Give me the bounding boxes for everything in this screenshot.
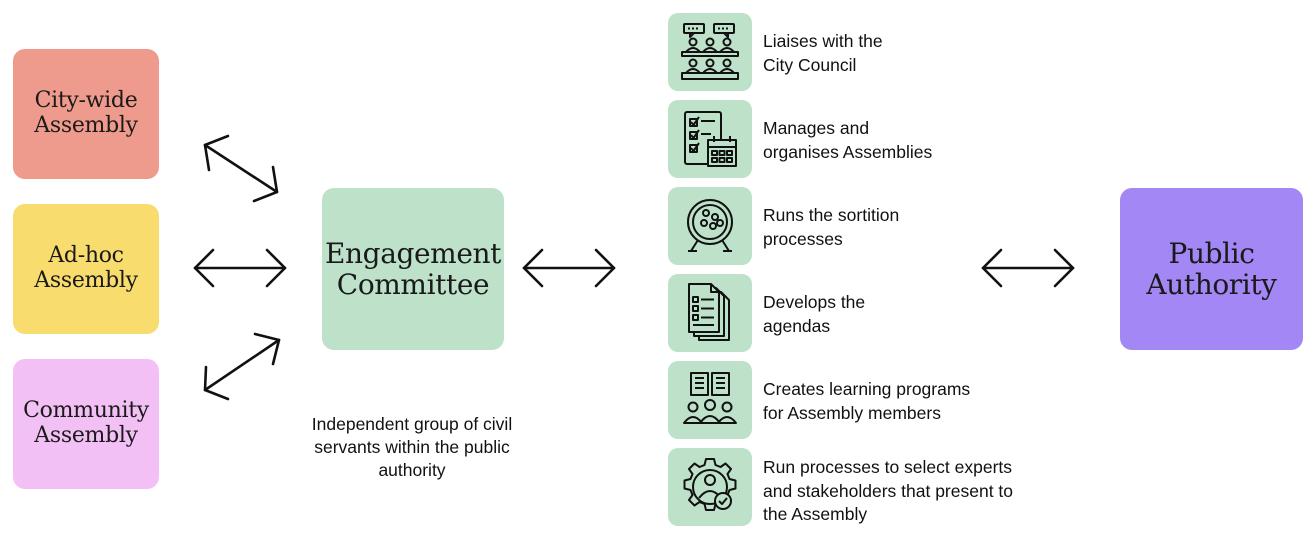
arrow-adhoc-engagement	[193, 248, 287, 288]
arrow-community-engagement	[203, 332, 281, 401]
community-assembly-box: Community Assembly	[13, 359, 159, 489]
arrow-tasks-authority	[981, 248, 1075, 288]
council-meeting-icon	[668, 13, 752, 91]
task-select-experts: Run processes to select experts and stak…	[763, 456, 1083, 527]
task-agendas-line1: Develops the	[763, 292, 866, 312]
city-wide-assembly-label-line2: Assembly	[34, 113, 138, 138]
task-experts-line2: and stakeholders that present to	[763, 480, 1014, 501]
task-experts-line3: the Assembly	[763, 504, 868, 525]
agenda-documents-icon	[668, 274, 752, 352]
arrow-engagement-tasks	[522, 248, 616, 288]
task-liaises-line1: Liaises with the	[763, 31, 883, 51]
ad-hoc-assembly-box: Ad-hoc Assembly	[13, 204, 159, 334]
task-experts-line1: Run processes to select experts	[763, 457, 1013, 477]
engagement-committee-label-line1: Engagement	[325, 236, 501, 270]
task-learning-programs: Creates learning programs for Assembly m…	[763, 378, 1083, 425]
lottery-drum-icon	[668, 187, 752, 265]
task-runs-sortition: Runs the sortition processes	[763, 204, 1083, 251]
task-sortition-line1: Runs the sortition	[763, 205, 900, 225]
engagement-committee-description: Independent group of civil servants with…	[311, 414, 513, 480]
learning-group-icon	[668, 361, 752, 439]
engagement-committee-box: Engagement Committee	[322, 188, 504, 350]
task-learning-line1: Creates learning programs	[763, 379, 971, 399]
gear-person-check-icon	[668, 448, 752, 526]
city-wide-assembly-box: City-wide Assembly	[13, 49, 159, 179]
engagement-committee-label-line2: Committee	[336, 268, 490, 301]
task-liaises-council: Liaises with the City Council	[763, 30, 1083, 77]
community-assembly-label-line1: Community	[23, 398, 149, 424]
ad-hoc-assembly-label-line2: Assembly	[34, 268, 138, 293]
public-authority-box: Public Authority	[1120, 188, 1303, 350]
task-manages-assemblies: Manages and organises Assemblies	[763, 117, 1083, 164]
public-authority-label-line2: Authority	[1146, 268, 1277, 301]
public-authority-label-line1: Public	[1168, 236, 1255, 270]
task-manages-line2: organises Assemblies	[763, 141, 933, 162]
checklist-calendar-icon	[668, 100, 752, 178]
city-wide-assembly-label-line1: City-wide	[34, 88, 138, 114]
task-sortition-line2: processes	[763, 228, 843, 249]
arrow-citywide-engagement	[203, 134, 279, 203]
task-agendas-line2: agendas	[763, 315, 831, 336]
task-manages-line1: Manages and	[763, 118, 870, 138]
ad-hoc-assembly-label-line1: Ad-hoc	[48, 243, 124, 269]
community-assembly-label-line2: Assembly	[34, 423, 138, 448]
task-develops-agendas: Develops the agendas	[763, 291, 1083, 338]
task-liaises-line2: City Council	[763, 54, 857, 75]
task-learning-line2: for Assembly members	[763, 402, 941, 423]
